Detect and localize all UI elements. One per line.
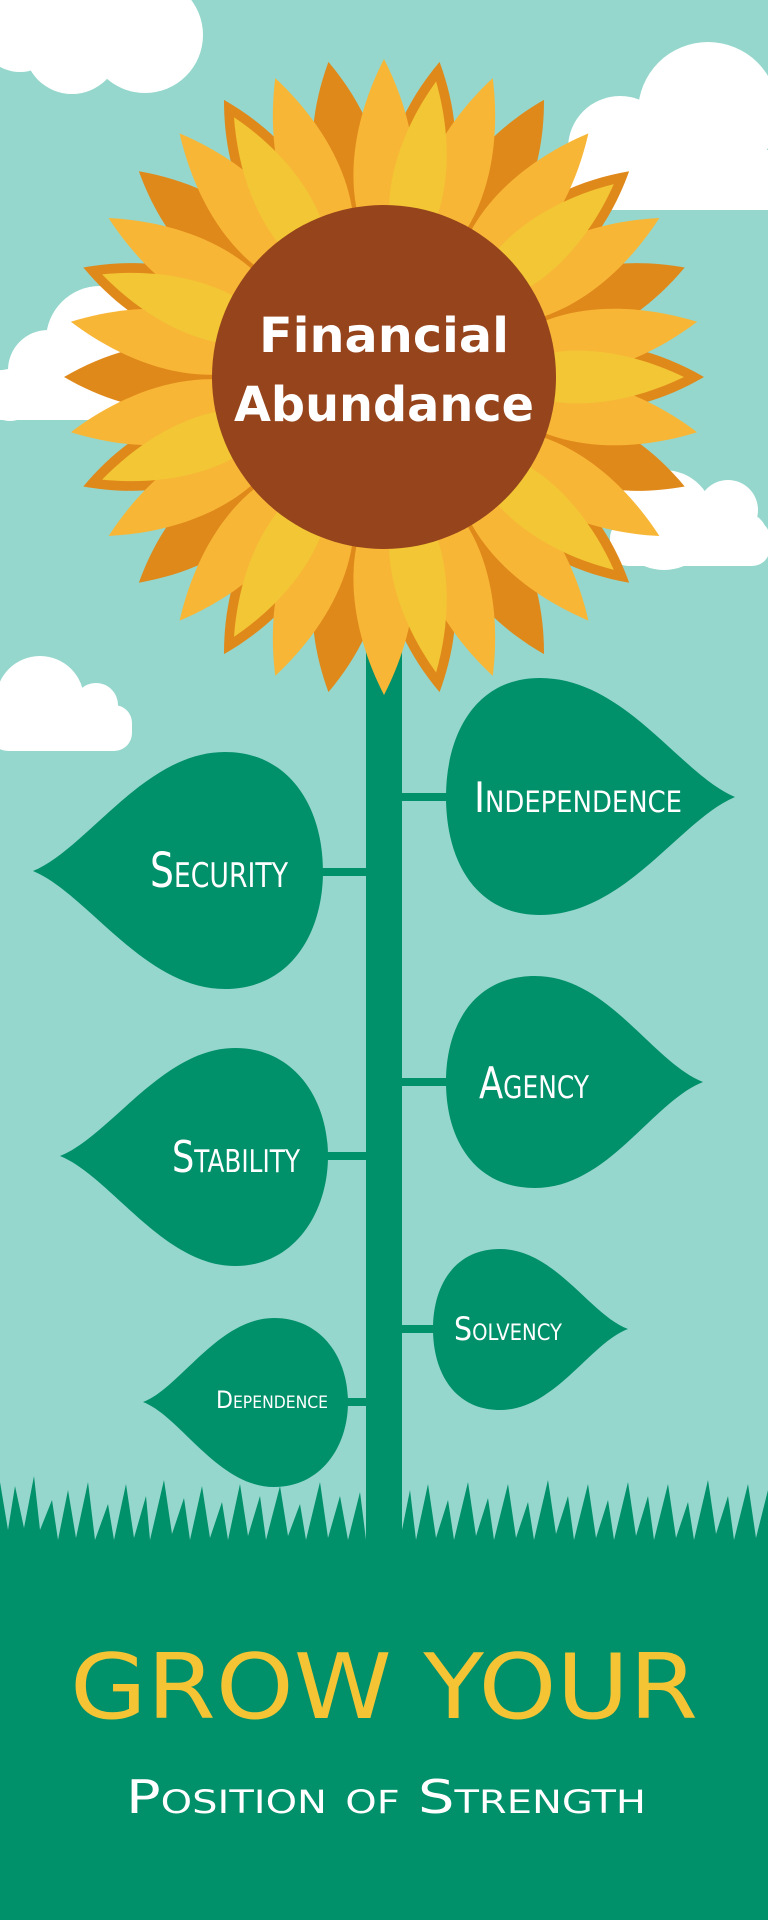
cloud-left — [0, 656, 132, 751]
ground-band — [0, 1556, 768, 1920]
cloud-top-right — [556, 42, 768, 210]
leaf-label-stability: Stability — [172, 1132, 300, 1183]
leaf-label-security: Security — [150, 843, 288, 899]
leaf-label-dependence: Dependence — [216, 1386, 328, 1414]
flower-title-line1: Financial — [259, 308, 509, 364]
branch-security — [318, 868, 368, 876]
branch-solvency — [400, 1325, 446, 1333]
stem — [366, 640, 402, 1600]
branch-stability — [318, 1152, 368, 1160]
leaf-label-agency: Agency — [479, 1058, 589, 1109]
cloud-mid-right — [610, 470, 768, 570]
leaf-stability — [60, 1048, 328, 1266]
flower-center — [212, 205, 556, 549]
footer-tagline: Position of Strength — [126, 1770, 646, 1824]
branch-dependence — [340, 1398, 370, 1406]
sunflower: Financial Abundance — [64, 59, 704, 695]
leaf-agency — [446, 976, 703, 1188]
branch-independence — [400, 793, 452, 801]
footer-headline: GROW YOUR — [70, 1635, 698, 1740]
leaf-dependence — [143, 1318, 348, 1487]
leaf-label-independence: Independence — [474, 773, 682, 822]
branch-agency — [400, 1078, 452, 1086]
grass — [0, 1476, 768, 1560]
leaf-independence — [446, 678, 735, 915]
cloud-top-left — [0, 0, 203, 94]
flower-title-line2: Abundance — [234, 377, 534, 433]
leaf-security — [33, 752, 323, 989]
leaf-solvency — [433, 1249, 628, 1410]
leaf-label-solvency: Solvency — [454, 1310, 562, 1348]
